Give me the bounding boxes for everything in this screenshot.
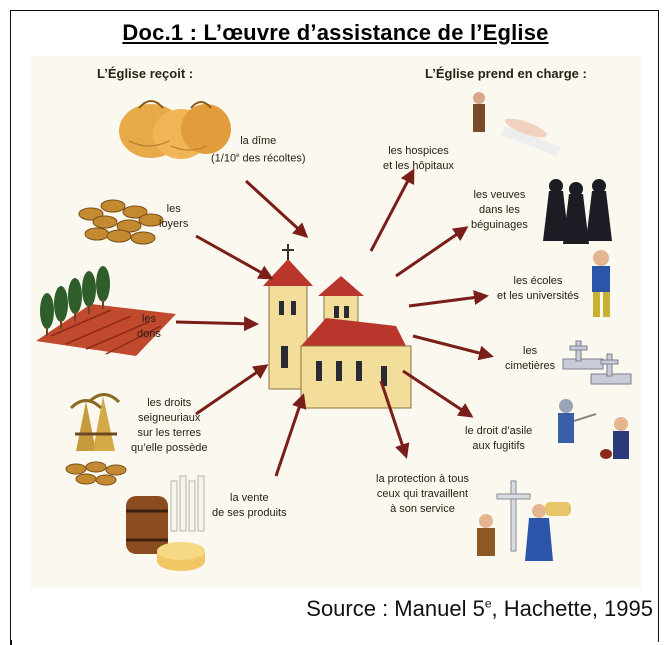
cross-workers-icon: [477, 480, 571, 561]
arrow-asile: [402, 369, 474, 418]
arrow-veuves: [395, 226, 469, 278]
arrow-protection: [379, 380, 410, 459]
arrow-dons: [175, 316, 259, 332]
incoming-arrows: [175, 179, 309, 477]
coins-icon: [78, 199, 164, 245]
label-loyers: les loyers: [159, 203, 189, 230]
church-icon: [263, 244, 412, 409]
wheat-sheaves-icon: [65, 393, 127, 486]
label-protection: la protection à tous ceux qui travaillen…: [376, 473, 469, 515]
grain-sacks-icon: [119, 100, 231, 159]
label-ecoles: les écoles et les universités: [497, 275, 579, 302]
hospital-patient-icon: [473, 92, 561, 156]
field-trees-icon: [36, 266, 176, 356]
label-droit-asile: le droit d’asile aux fugitifs: [465, 425, 533, 452]
receives-header: L’Église reçoit :: [97, 66, 194, 81]
label-hospices: les hospices et les hôpitaux: [383, 145, 454, 172]
barrel-candles-cheese-icon: [126, 475, 205, 571]
arrow-droits: [195, 364, 269, 416]
outgoing-arrows: [369, 168, 494, 459]
arrow-dime: [244, 179, 309, 239]
arrow-hospices: [369, 168, 415, 252]
label-droits-seigneuriaux: les droits seigneuriaux sur les terres q…: [131, 397, 208, 454]
diagram-drawing: [36, 92, 632, 571]
widows-icon: [543, 179, 612, 244]
arrow-vente: [274, 393, 307, 477]
label-veuves: les veuves dans les béguinages: [471, 189, 528, 231]
document-frame: [10, 10, 659, 642]
label-dons: les dons: [137, 313, 161, 340]
label-dime: la dîme (1/10e des récoltes): [211, 135, 306, 165]
arrow-cimetieres: [412, 334, 494, 361]
arrow-loyers: [195, 234, 274, 280]
arrow-ecoles: [408, 290, 489, 308]
takes-charge-header: L’Église prend en charge :: [425, 66, 587, 81]
graves-icon: [562, 340, 632, 385]
label-cimetieres: les cimetières: [505, 345, 556, 372]
student-icon: [592, 250, 610, 317]
document-title: Doc.1 : L’œuvre d’assistance de l’Eglise: [122, 20, 549, 45]
church-assistance-diagram: L’Église reçoit : L’Église prend en char…: [31, 56, 641, 588]
frame-edge: [10, 640, 12, 645]
label-vente: la vente de ses produits: [212, 492, 287, 519]
source-citation: Source : Manuel 5e, Hachette, 1995: [306, 596, 653, 621]
knight-fugitive-icon: [558, 399, 629, 459]
